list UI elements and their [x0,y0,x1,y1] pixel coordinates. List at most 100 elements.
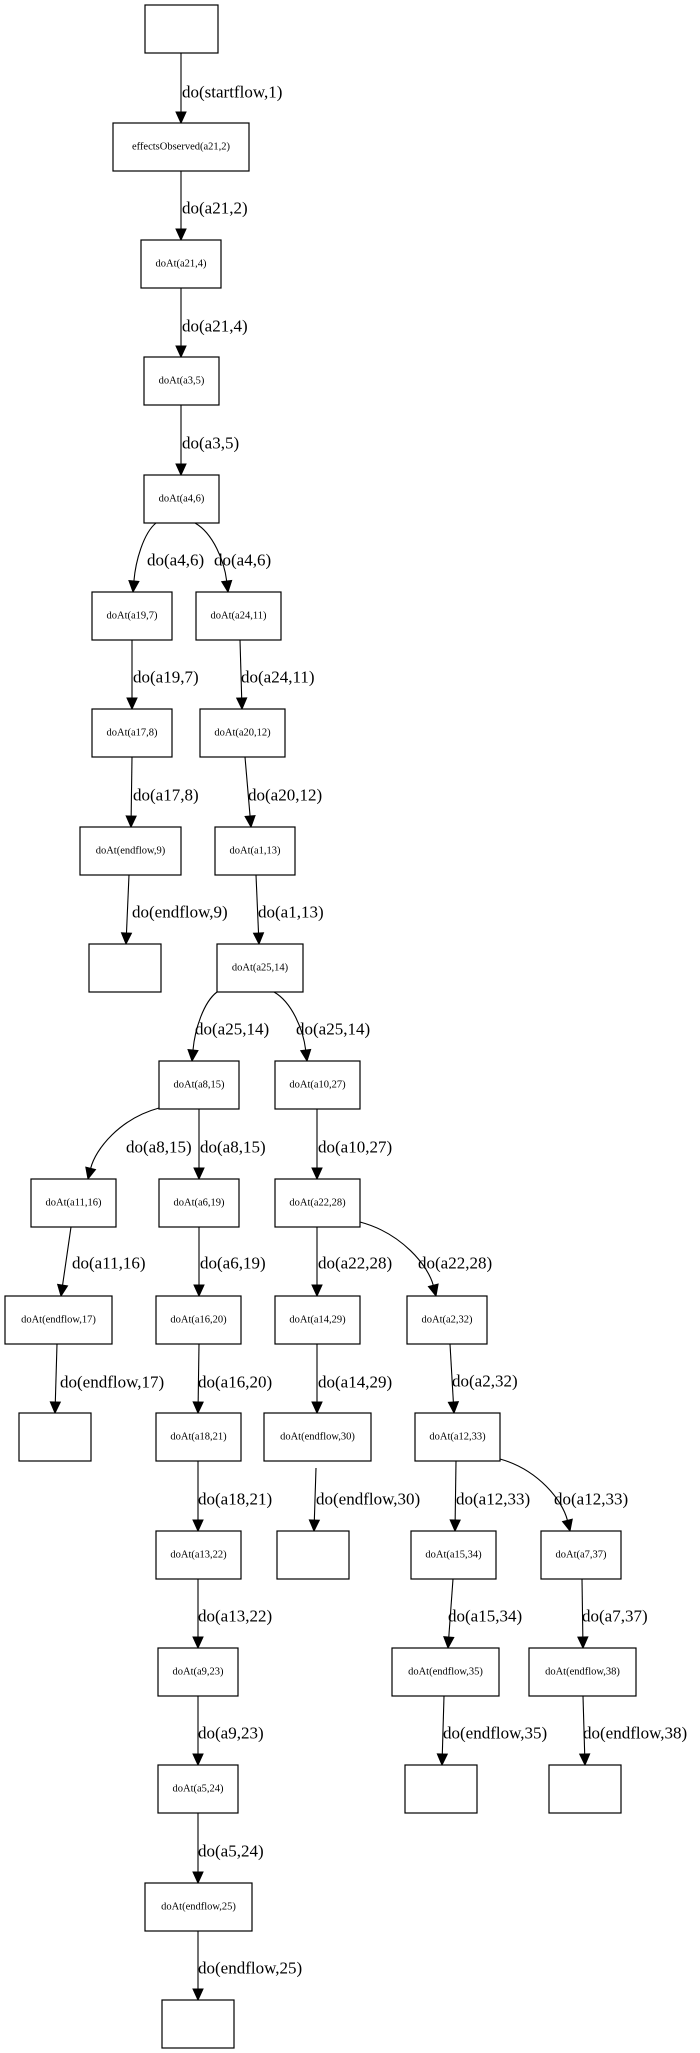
state-node: doAt(a20,12) [199,708,286,758]
node-box [276,1530,350,1580]
edges-layer: do(startflow,1)do(a21,2)do(a21,4)do(a3,5… [49,53,687,2002]
arrowhead-icon [577,1636,589,1650]
edge-label: do(a12,33) [456,1490,530,1509]
edge-label: do(a15,34) [448,1607,522,1626]
arrowhead-icon [175,111,187,125]
edge: do(a1,13) [252,874,324,946]
terminal-node [161,1999,235,2049]
node-label: doAt(a3,5) [159,376,205,387]
arrowhead-icon [436,1753,449,1767]
node-label: doAt(endflow,38) [545,1667,620,1678]
edge: do(a17,8) [125,756,199,829]
edge-line [239,639,243,699]
nodes-layer: effectsObserved(a21,2)doAt(a21,4)doAt(a3… [4,4,637,2049]
edge: do(a8,15) [193,1109,266,1181]
edge-label: do(a20,12) [248,786,322,805]
node-label: doAt(endflow,30) [280,1432,355,1443]
edge: do(a22,28) [311,1227,392,1298]
state-node: doAt(a25,14) [216,943,304,993]
edge-line [244,756,251,817]
edge: do(a16,20) [192,1343,272,1415]
state-node: doAt(a12,33) [414,1412,501,1462]
node-label: doAt(a8,15) [173,1080,225,1091]
edge-label: do(endflow,17) [60,1373,164,1392]
edge-line [499,1458,568,1521]
arrowhead-icon [56,1283,69,1298]
arrowhead-icon [193,1284,205,1298]
edge-line [273,991,307,1051]
edge-label: do(a8,15) [126,1138,192,1157]
edge-label: do(a4,6) [214,551,271,570]
node-label: doAt(endflow,17) [21,1315,96,1326]
edge: do(a14,29) [311,1344,392,1415]
edge-line [313,1467,317,1521]
state-node: doAt(endflow,30) [263,1412,372,1462]
edge-label: do(a17,8) [133,786,199,805]
state-node: effectsObserved(a21,2) [112,122,250,172]
arrowhead-icon [220,579,233,594]
node-label: doAt(a20,12) [214,728,271,739]
edge: do(a18,21) [192,1461,272,1533]
node-label: doAt(endflow,25) [161,1902,236,1913]
edge: do(endflow,17) [49,1343,164,1415]
arrowhead-icon [192,1871,204,1885]
node-box [4,1295,113,1345]
node-box [199,708,286,758]
state-node: doAt(a24,11) [195,591,282,641]
edge-label: do(a9,23) [198,1724,264,1743]
edge: do(a12,33) [499,1458,628,1533]
arrowhead-icon [447,1401,460,1415]
edge-label: do(a3,5) [182,434,239,453]
state-node: doAt(endflow,35) [391,1647,500,1697]
edge: do(a19,7) [126,640,199,711]
node-label: doAt(a2,32) [421,1315,473,1326]
node-box [155,1295,242,1345]
arrowhead-icon [125,815,137,829]
node-label: doAt(a18,21) [170,1432,227,1443]
node-label: effectsObserved(a21,2) [132,142,231,153]
arrowhead-icon [235,697,248,711]
edge-line [255,874,260,934]
node-box [274,1060,361,1110]
edge: do(endflow,35) [436,1695,547,1767]
edge-label: do(a5,24) [198,1842,264,1861]
node-box [157,1647,239,1697]
edge-line [194,522,228,582]
state-node: doAt(endflow,25) [144,1882,253,1932]
state-node: doAt(endflow,9) [79,826,182,876]
edge: do(a21,4) [175,288,248,359]
terminal-node [404,1764,478,1814]
node-box [18,1412,92,1462]
node-box [140,239,222,289]
arrowhead-icon [449,1519,461,1533]
state-node: doAt(a5,24) [157,1764,239,1814]
state-node: doAt(a1,13) [214,826,296,876]
edge-line [359,1221,434,1286]
edge: do(a10,27) [311,1109,392,1181]
node-box [391,1647,500,1697]
state-node: doAt(a14,29) [274,1295,361,1345]
edge-line [133,522,157,582]
arrowhead-icon [85,1166,97,1181]
node-box [143,356,220,406]
arrowhead-icon [193,1167,205,1181]
edge-label: do(a6,19) [200,1254,266,1273]
arrowhead-icon [311,1284,323,1298]
edge-line [125,874,130,934]
edge-label: do(a16,20) [198,1373,272,1392]
edge: do(a21,2) [175,171,248,242]
edge-label: do(a4,6) [147,551,204,570]
node-box [410,1530,497,1580]
node-box [161,1999,235,2049]
edge: do(endflow,30) [308,1467,420,1533]
edge-label: do(a21,4) [182,317,248,336]
edge-label: do(a13,22) [198,1607,272,1626]
node-box [30,1178,117,1228]
arrowhead-icon [192,1988,204,2002]
edge-line [582,1695,586,1755]
edge-label: do(endflow,25) [198,1959,302,1978]
node-label: doAt(a25,14) [232,963,289,974]
arrowhead-icon [299,1048,312,1063]
node-box [274,1178,361,1228]
state-node: doAt(a22,28) [274,1178,361,1228]
